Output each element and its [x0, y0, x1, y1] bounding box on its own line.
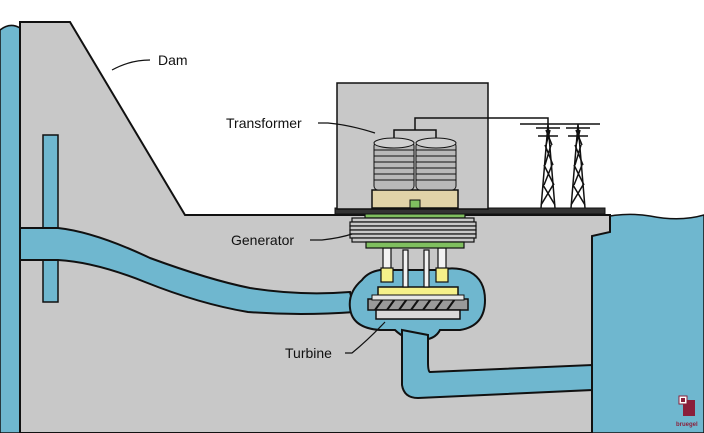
transformer-label: Transformer	[226, 115, 302, 131]
transformer-coil-right	[415, 137, 457, 191]
shaft-base	[371, 294, 465, 301]
turbine-leader	[345, 321, 386, 354]
turbine-shafts	[380, 247, 449, 288]
turbine-label: Turbine	[285, 345, 332, 361]
draft-tube	[401, 328, 593, 400]
transformer-leader	[318, 122, 376, 134]
generator-label: Generator	[231, 232, 294, 248]
power-line-out	[414, 117, 549, 130]
bruegel-logo-icon: bruegel	[676, 395, 698, 428]
transmission-tower-right	[566, 123, 590, 209]
reservoir-water	[0, 24, 21, 433]
turbine-runner	[367, 298, 469, 320]
dam-label: Dam	[158, 52, 188, 68]
generator	[349, 211, 477, 249]
gate-slot	[42, 254, 59, 303]
generator-leader	[310, 233, 353, 241]
transformer-cap	[409, 199, 421, 209]
bruegel-logo-text: bruegel	[676, 422, 698, 428]
transmission-tower-left	[536, 123, 560, 209]
tailwater	[589, 213, 704, 433]
dam-leader	[111, 59, 151, 71]
transformer-coil-left	[373, 137, 415, 191]
